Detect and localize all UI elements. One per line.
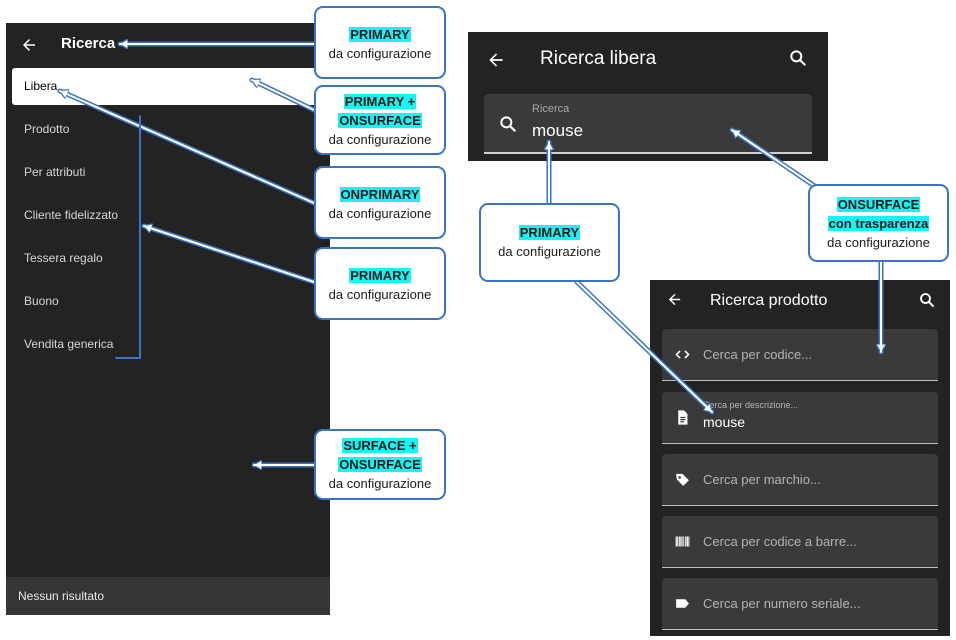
- search-icon: [498, 114, 518, 134]
- list-item-per-attributi[interactable]: Per attributi: [24, 165, 86, 179]
- document-icon: [674, 409, 691, 426]
- product-search-title: Ricerca prodotto: [710, 292, 828, 309]
- label-icon: [674, 595, 691, 612]
- free-search-input[interactable]: Ricerca mouse: [484, 94, 812, 154]
- callout-highlight: PRIMARY: [349, 27, 411, 42]
- barcode-icon: [674, 533, 691, 550]
- list-item-vendita-generica[interactable]: Vendita generica: [24, 337, 114, 351]
- left-page-title: Ricerca: [61, 35, 116, 52]
- list-item-libera[interactable]: Libera: [12, 68, 330, 105]
- search-by-barcode-input[interactable]: Cerca per codice a barre...: [662, 516, 938, 568]
- callout-highlight: con trasparenza: [827, 216, 930, 231]
- back-arrow-icon[interactable]: [20, 36, 38, 54]
- back-arrow-icon[interactable]: [486, 50, 506, 70]
- callout-text: da configurazione: [498, 244, 601, 259]
- callout-highlight: ONPRIMARY: [339, 187, 421, 202]
- search-input-label: Ricerca: [532, 103, 570, 115]
- callout-text: da configurazione: [328, 132, 432, 147]
- list-item-prodotto[interactable]: Prodotto: [24, 122, 70, 136]
- callout-primary-onsurface: PRIMARY + ONSURFACE da configurazione: [314, 85, 446, 155]
- callout-highlight: ONSURFACE: [338, 457, 422, 472]
- list-item-buono[interactable]: Buono: [24, 294, 59, 308]
- callout-highlight: ONSURFACE: [836, 197, 921, 212]
- callout-primary-items: PRIMARY da configurazione: [314, 247, 446, 320]
- description-label: Cerca per descrizione...: [703, 400, 799, 410]
- callout-text: da configurazione: [827, 235, 930, 250]
- callout-onprimary: ONPRIMARY da configurazione: [314, 166, 446, 239]
- barcode-placeholder: Cerca per codice a barre...: [703, 534, 857, 549]
- list-item-cliente-fidelizzato[interactable]: Cliente fidelizzato: [24, 208, 119, 222]
- callout-onsurface-transparency: ONSURFACE con trasparenza da configurazi…: [808, 184, 949, 262]
- search-by-serial-input[interactable]: Cerca per numero seriale...: [662, 578, 938, 630]
- serial-placeholder: Cerca per numero seriale...: [703, 596, 861, 611]
- callout-surface-onsurface: SURFACE + ONSURFACE da configurazione: [314, 429, 446, 500]
- callout-text: da configurazione: [328, 206, 432, 221]
- callout-highlight: PRIMARY: [518, 225, 581, 240]
- left-search-screen: Ricerca Libera Prodotto Per attributi Cl…: [6, 23, 330, 615]
- code-icon: [674, 346, 691, 363]
- brand-placeholder: Cerca per marchio...: [703, 472, 821, 487]
- product-search-screen: Ricerca prodotto Cerca per codice... Cer…: [650, 280, 950, 636]
- search-by-description-input[interactable]: Cerca per descrizione... mouse: [662, 392, 938, 444]
- list-item-tessera-regalo[interactable]: Tessera regalo: [24, 251, 103, 265]
- callout-text: da configurazione: [328, 287, 432, 302]
- callout-text: da configurazione: [328, 476, 432, 491]
- search-icon[interactable]: [788, 48, 808, 68]
- callout-highlight: ONSURFACE: [338, 113, 422, 128]
- results-status-bar: Nessun risultato: [6, 577, 330, 615]
- description-value: mouse: [703, 414, 746, 430]
- callout-primary-title: PRIMARY da configurazione: [314, 6, 446, 79]
- tag-icon: [674, 471, 691, 488]
- search-icon[interactable]: [918, 291, 936, 309]
- search-by-code-input[interactable]: Cerca per codice...: [662, 329, 938, 381]
- back-arrow-icon[interactable]: [666, 291, 683, 308]
- search-input-value: mouse: [532, 121, 584, 140]
- callout-text: da configurazione: [328, 46, 432, 61]
- code-placeholder: Cerca per codice...: [703, 347, 813, 362]
- callout-highlight: SURFACE +: [342, 438, 418, 453]
- left-app-bar: Ricerca: [6, 23, 330, 67]
- free-search-screen: Ricerca libera Ricerca mouse: [468, 32, 828, 161]
- callout-highlight: PRIMARY: [349, 268, 411, 283]
- free-search-title: Ricerca libera: [540, 48, 657, 69]
- search-by-brand-input[interactable]: Cerca per marchio...: [662, 454, 938, 506]
- callout-primary-fields: PRIMARY da configurazione: [479, 203, 620, 282]
- callout-highlight: PRIMARY +: [343, 94, 417, 109]
